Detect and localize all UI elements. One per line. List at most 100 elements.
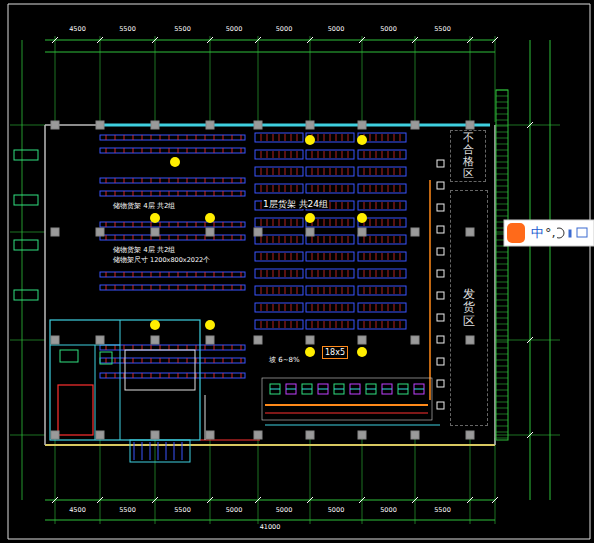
structural-column: [306, 336, 314, 344]
rack-bay: [330, 185, 331, 192]
rack-bay: [205, 191, 206, 196]
stair-tread: [496, 174, 508, 175]
structural-column: [411, 336, 419, 344]
rack-bay: [115, 345, 116, 350]
structural-column: [411, 431, 419, 439]
stair-tread: [496, 390, 508, 391]
rack-bay: [187, 135, 188, 140]
rack-bay: [370, 287, 371, 294]
rack-bay: [348, 168, 349, 175]
rack-bay: [124, 178, 125, 183]
rack-bay: [106, 178, 107, 183]
storage-rack: [255, 133, 303, 142]
cart-square: [437, 380, 444, 387]
rack-bay: [400, 321, 401, 328]
rack-bay: [241, 358, 242, 363]
rack-bay: [223, 222, 224, 227]
rack-bay: [394, 287, 395, 294]
rack-bay: [342, 287, 343, 294]
structural-column: [466, 336, 474, 344]
side-symbol: [14, 195, 38, 205]
dimension-line: [45, 52, 495, 53]
cart-square: [437, 248, 444, 255]
rack-bay: [312, 168, 313, 175]
rack-bay: [273, 134, 274, 141]
rack-bay: [336, 321, 337, 328]
workstation-symbol: [318, 389, 328, 390]
stair-tread: [496, 372, 508, 373]
rack-bay: [214, 222, 215, 227]
dimension-text: 18x5: [325, 348, 345, 357]
storage-rack: [358, 286, 406, 295]
structural-column: [254, 121, 262, 129]
rack-bay: [151, 358, 152, 363]
side-symbol: [14, 290, 38, 300]
rack-bay: [342, 185, 343, 192]
storage-rack: [358, 167, 406, 176]
rack-bay: [267, 219, 268, 226]
stair-tread: [496, 342, 508, 343]
stair-tread: [496, 414, 508, 415]
rack-bay: [133, 345, 134, 350]
grid-axis: [210, 438, 211, 524]
rack-bay: [382, 219, 383, 226]
rack-bay: [388, 270, 389, 277]
rack-bay: [214, 345, 215, 350]
stair-tread: [496, 384, 508, 385]
rack-bay: [348, 185, 349, 192]
sheet-border: [590, 4, 591, 539]
rack-bay: [115, 373, 116, 378]
dimension-text: 5000: [327, 507, 346, 514]
rack-bay: [279, 321, 280, 328]
rack-bay: [115, 135, 116, 140]
grid-axis: [258, 36, 259, 122]
rack-bay: [196, 191, 197, 196]
workstation-symbol: [350, 389, 360, 390]
rack-bay: [348, 134, 349, 141]
rack-bay: [232, 135, 233, 140]
rack-bay: [376, 202, 377, 209]
equipment-detail: [174, 442, 175, 460]
pipe-line: [205, 395, 206, 440]
rack-bay: [151, 178, 152, 183]
stair-tread: [496, 276, 508, 277]
rack-bay: [214, 178, 215, 183]
dimension-tick: [492, 37, 498, 43]
rack-bay: [297, 287, 298, 294]
dimension-tick: [359, 497, 365, 503]
rack-bay: [342, 134, 343, 141]
storage-rack: [358, 269, 406, 278]
stair-tread: [496, 204, 508, 205]
rack-bay: [205, 345, 206, 350]
rack-bay: [400, 202, 401, 209]
rack-bay: [279, 236, 280, 243]
dimension-text: 4500: [68, 507, 87, 514]
stair-tread: [496, 180, 508, 181]
rack-bay: [312, 270, 313, 277]
grid-axis: [55, 438, 56, 524]
rack-bay: [151, 272, 152, 277]
structural-column: [358, 431, 366, 439]
rack-bay: [169, 135, 170, 140]
room-outline: [50, 320, 200, 440]
rack-bay: [267, 253, 268, 260]
rack-bay: [394, 185, 395, 192]
rack-bay: [291, 253, 292, 260]
rack-bay: [400, 236, 401, 243]
fixture-symbol: [100, 352, 112, 364]
rack-bay: [133, 135, 134, 140]
storage-rack: [306, 269, 354, 278]
rack-bay: [376, 151, 377, 158]
rack-bay: [142, 135, 143, 140]
stair-tread: [496, 264, 508, 265]
rack-bay: [394, 219, 395, 226]
wall-line: [44, 125, 46, 445]
rack-bay: [348, 287, 349, 294]
rack-bay: [330, 253, 331, 260]
rack-bay: [324, 304, 325, 311]
rack-bay: [142, 345, 143, 350]
rack-bay: [232, 285, 233, 290]
rack-bay: [382, 236, 383, 243]
